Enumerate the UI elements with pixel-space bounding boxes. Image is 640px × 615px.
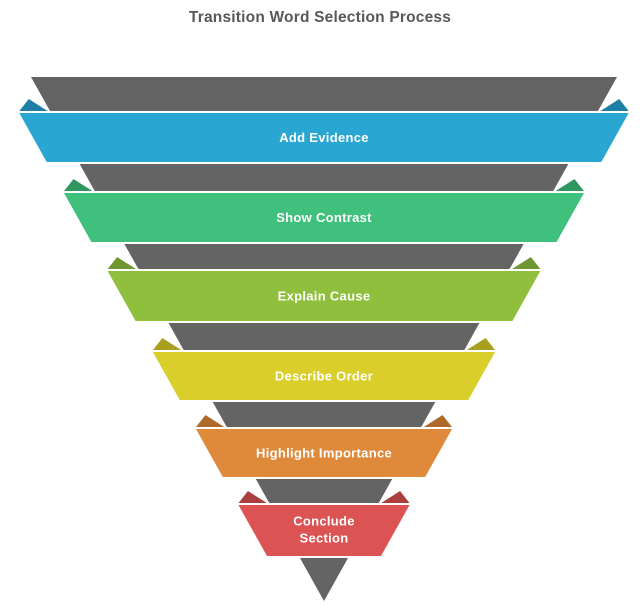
funnel-stage-label-2: Explain Cause (278, 289, 371, 304)
funnel-stage-label-1: Show Contrast (276, 210, 372, 225)
funnel-stage-2 (104, 269, 544, 323)
funnel-stage-label-0: Add Evidence (279, 130, 369, 145)
funnel-stage-label-3: Describe Order (275, 369, 373, 384)
funnel-stage-4 (192, 427, 456, 479)
funnel-stage-3 (149, 350, 499, 402)
funnel-stage-1 (60, 191, 588, 244)
funnel-stage-5 (235, 503, 413, 558)
page-title: Transition Word Selection Process (188, 9, 452, 26)
funnel-stage-0 (15, 111, 633, 164)
funnel-stage-label-4: Highlight Importance (256, 446, 392, 461)
